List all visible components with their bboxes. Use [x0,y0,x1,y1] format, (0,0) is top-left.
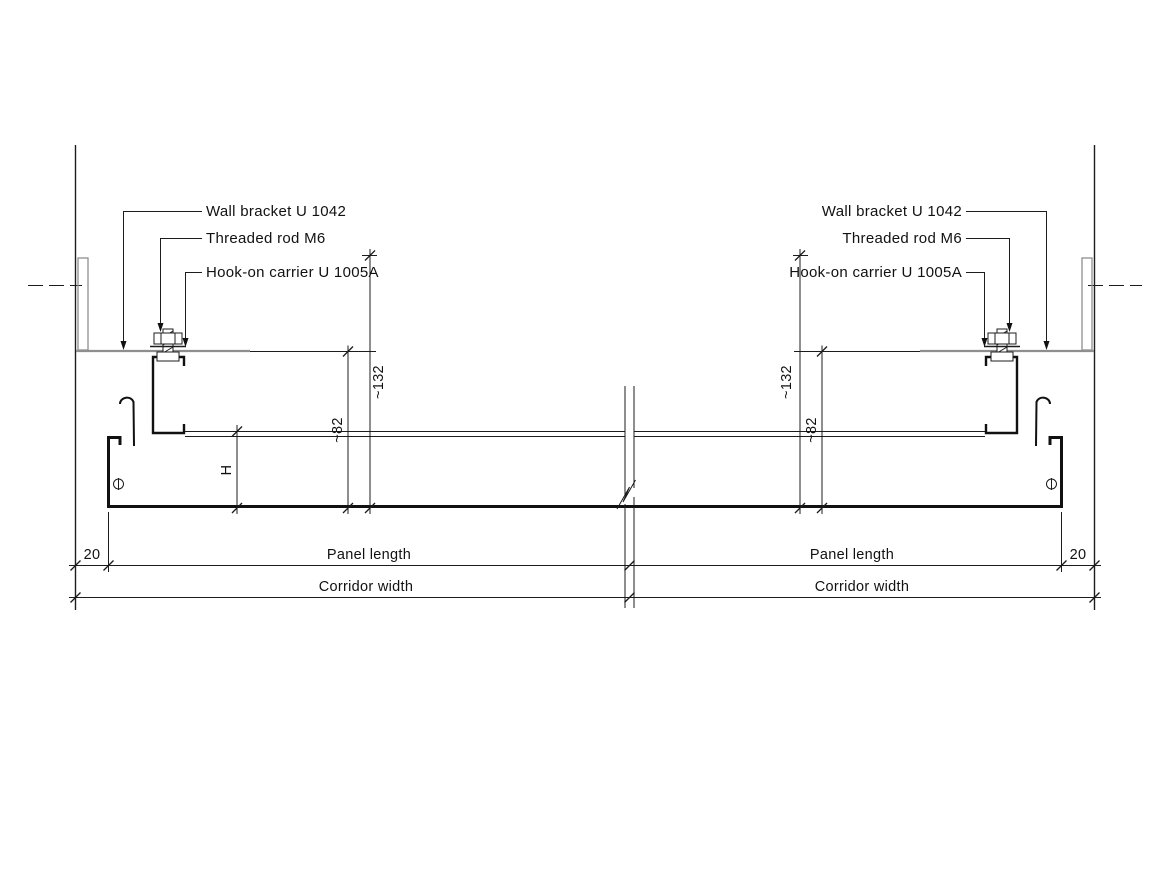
dim-tick [342,346,354,357]
right-panel-hook [1035,396,1051,447]
dim-tick [1089,560,1100,571]
right-callouts: Wall bracket U 1042 Threaded rod M6 Hook… [789,203,1050,350]
dim-text-20-right: 20 [1070,547,1087,563]
down-arrow-icon [981,338,988,347]
dim-tick [364,250,376,261]
dim-text-panel-length-right: Panel length [810,547,894,563]
dim-tick [364,502,376,514]
ceiling-panel [107,431,1063,508]
dim-tick [794,502,806,514]
callout-hook-on-carrier: Hook-on carrier U 1005A [206,264,379,281]
dim-text-corridor-width-right: Corridor width [815,579,909,595]
break-zigzag-icon [616,479,636,510]
dim-text-corridor-width-left: Corridor width [319,579,413,595]
right-hook-on-carrier-profile [984,355,1019,435]
leader-line [123,211,202,342]
dim-tick [231,502,243,514]
callout-wall-bracket: Wall bracket U 1042 [822,203,962,220]
left-panel-hook [119,396,135,447]
leader-line [966,238,1010,324]
bottom-dimensions: 20 Panel length Panel length 20 Corridor… [69,512,1101,603]
callout-hook-on-carrier: Hook-on carrier U 1005A [789,264,962,281]
right-wall-angle [1081,257,1093,351]
leader-line [966,272,985,339]
dim-tick [231,426,243,437]
right-rod-assembly [984,328,1020,362]
down-arrow-icon [1006,323,1013,332]
left-mounting-assembly [76,257,250,447]
hex-nut-bottom [990,351,1014,362]
dim-text-20-left: 20 [84,547,101,563]
walls [74,145,1096,610]
dim-tick [624,560,635,571]
callout-threaded-rod: Threaded rod M6 [842,230,962,247]
dim-text-82-left: ~82 [330,417,346,443]
hex-nut-top [153,332,183,345]
left-rod-assembly [150,328,186,362]
dim-tick [624,592,635,603]
callout-wall-bracket: Wall bracket U 1042 [206,203,346,220]
dim-tick [70,560,81,571]
dim-tick [794,250,806,261]
down-arrow-icon [182,338,189,347]
down-arrow-icon [157,323,164,332]
vertical-dimensions: ~82 ~132 H ~132 ~82 [219,249,920,514]
dim-text-panel-length-left: Panel length [327,547,411,563]
leader-line [160,238,202,324]
hex-nut-top [987,332,1017,345]
left-wall-angle [77,257,89,351]
dim-tick [1089,592,1100,603]
hex-nut-bottom [156,351,180,362]
dim-text-132-left: ~132 [371,365,387,399]
left-hook-on-carrier-profile [151,355,186,435]
dim-tick [816,502,828,514]
dim-text-H: H [219,465,235,476]
right-mounting-assembly [920,257,1094,447]
dim-tick [70,592,81,603]
left-callouts: Wall bracket U 1042 Threaded rod M6 Hook… [120,203,379,350]
break-symbol [616,386,636,608]
leader-line [966,211,1047,342]
callout-threaded-rod: Threaded rod M6 [206,230,326,247]
down-arrow-icon [1043,341,1050,350]
dim-tick [103,560,114,571]
leader-line [185,272,202,339]
down-arrow-icon [120,341,127,350]
panel-tray-profile [107,436,1063,508]
dim-tick [816,346,828,357]
dim-tick [342,502,354,514]
dim-tick [1056,560,1067,571]
dim-text-82-right: ~82 [804,417,820,443]
dim-text-132-right: ~132 [779,365,795,399]
